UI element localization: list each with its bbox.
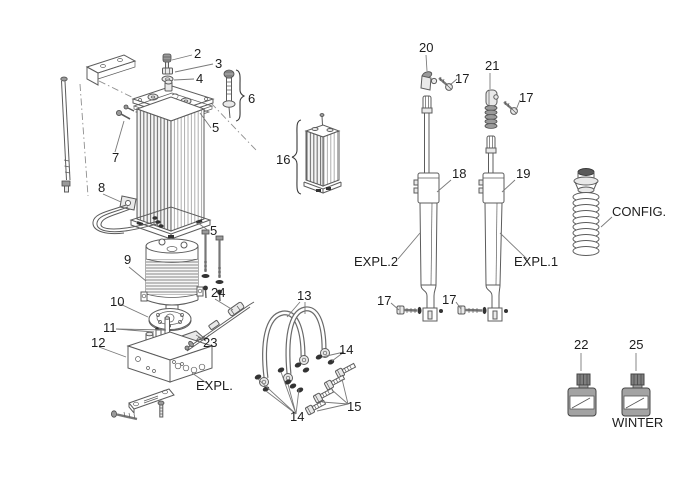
banjo-bolts xyxy=(305,362,357,416)
label-expl-1: EXPL.1 xyxy=(514,254,558,269)
callout-23: 23 xyxy=(203,335,217,350)
cylinder-18 xyxy=(396,71,453,322)
fitting-21 xyxy=(484,89,499,129)
tie-bolts xyxy=(201,229,224,302)
valve-rod xyxy=(184,301,255,352)
callout-14-right: 14 xyxy=(339,342,353,357)
callout-5-upper: 5 xyxy=(212,120,219,135)
motor xyxy=(140,238,204,318)
finned-block xyxy=(135,96,206,232)
assembled-unit-16 xyxy=(291,113,342,195)
callout-11: 11 xyxy=(103,320,117,335)
callout-24: 24 xyxy=(211,285,225,300)
callout-13: 13 xyxy=(297,288,311,303)
hose-pair xyxy=(259,306,330,387)
bolt-2 xyxy=(162,53,172,69)
tie-rod xyxy=(60,76,71,193)
nut-3 xyxy=(162,67,173,75)
config-spring xyxy=(572,168,600,256)
callout-17-top-right: 17 xyxy=(519,90,533,105)
wire-harness xyxy=(92,195,164,235)
callout-4: 4 xyxy=(196,71,203,86)
screw-7 xyxy=(116,104,135,120)
callout-12: 12 xyxy=(91,335,105,350)
text-labels: EXPL. EXPL.2 EXPL.1 CONFIG. WINTER xyxy=(196,204,666,430)
mounting-bracket xyxy=(85,54,137,86)
callout-labels: 2 3 4 5 5 6 7 8 9 10 11 12 13 14 14 15 1… xyxy=(91,40,643,424)
callout-18: 18 xyxy=(452,166,466,181)
label-winter: WINTER xyxy=(612,415,663,430)
label-expl-2: EXPL.2 xyxy=(354,254,398,269)
callout-22: 22 xyxy=(574,337,588,352)
screw-17-bottom-left xyxy=(396,305,443,315)
brace-16 xyxy=(291,119,302,195)
callout-14-bottom: 14 xyxy=(290,409,304,424)
callout-7: 7 xyxy=(112,150,119,165)
mounting-bar xyxy=(111,388,175,421)
bottle-25 xyxy=(621,373,651,417)
callout-10: 10 xyxy=(110,294,124,309)
callout-17-bottom-left: 17 xyxy=(377,293,391,308)
label-config: CONFIG. xyxy=(612,204,666,219)
cylinder-19 xyxy=(457,89,518,322)
manifold xyxy=(126,316,214,383)
callout-6: 6 xyxy=(248,91,255,106)
callout-2: 2 xyxy=(194,46,201,61)
screw-17-top-left xyxy=(438,76,453,91)
callout-5-lower: 5 xyxy=(210,223,217,238)
callout-17-bottom-right: 17 xyxy=(442,292,456,307)
callout-25: 25 xyxy=(629,337,643,352)
callout-20: 20 xyxy=(419,40,433,55)
callout-19: 19 xyxy=(516,166,530,181)
screw-17-top-right xyxy=(503,100,518,115)
callout-15: 15 xyxy=(347,399,361,414)
bolt-6 xyxy=(222,69,246,122)
callout-16: 16 xyxy=(276,152,290,167)
bottle-22 xyxy=(567,373,597,417)
label-expl: EXPL. xyxy=(196,378,233,393)
callout-9: 9 xyxy=(124,252,131,267)
callout-21: 21 xyxy=(485,58,499,73)
callout-8: 8 xyxy=(98,180,105,195)
leader-lines xyxy=(98,54,637,415)
callout-17-top-left: 17 xyxy=(455,71,469,86)
callout-3: 3 xyxy=(215,56,222,71)
